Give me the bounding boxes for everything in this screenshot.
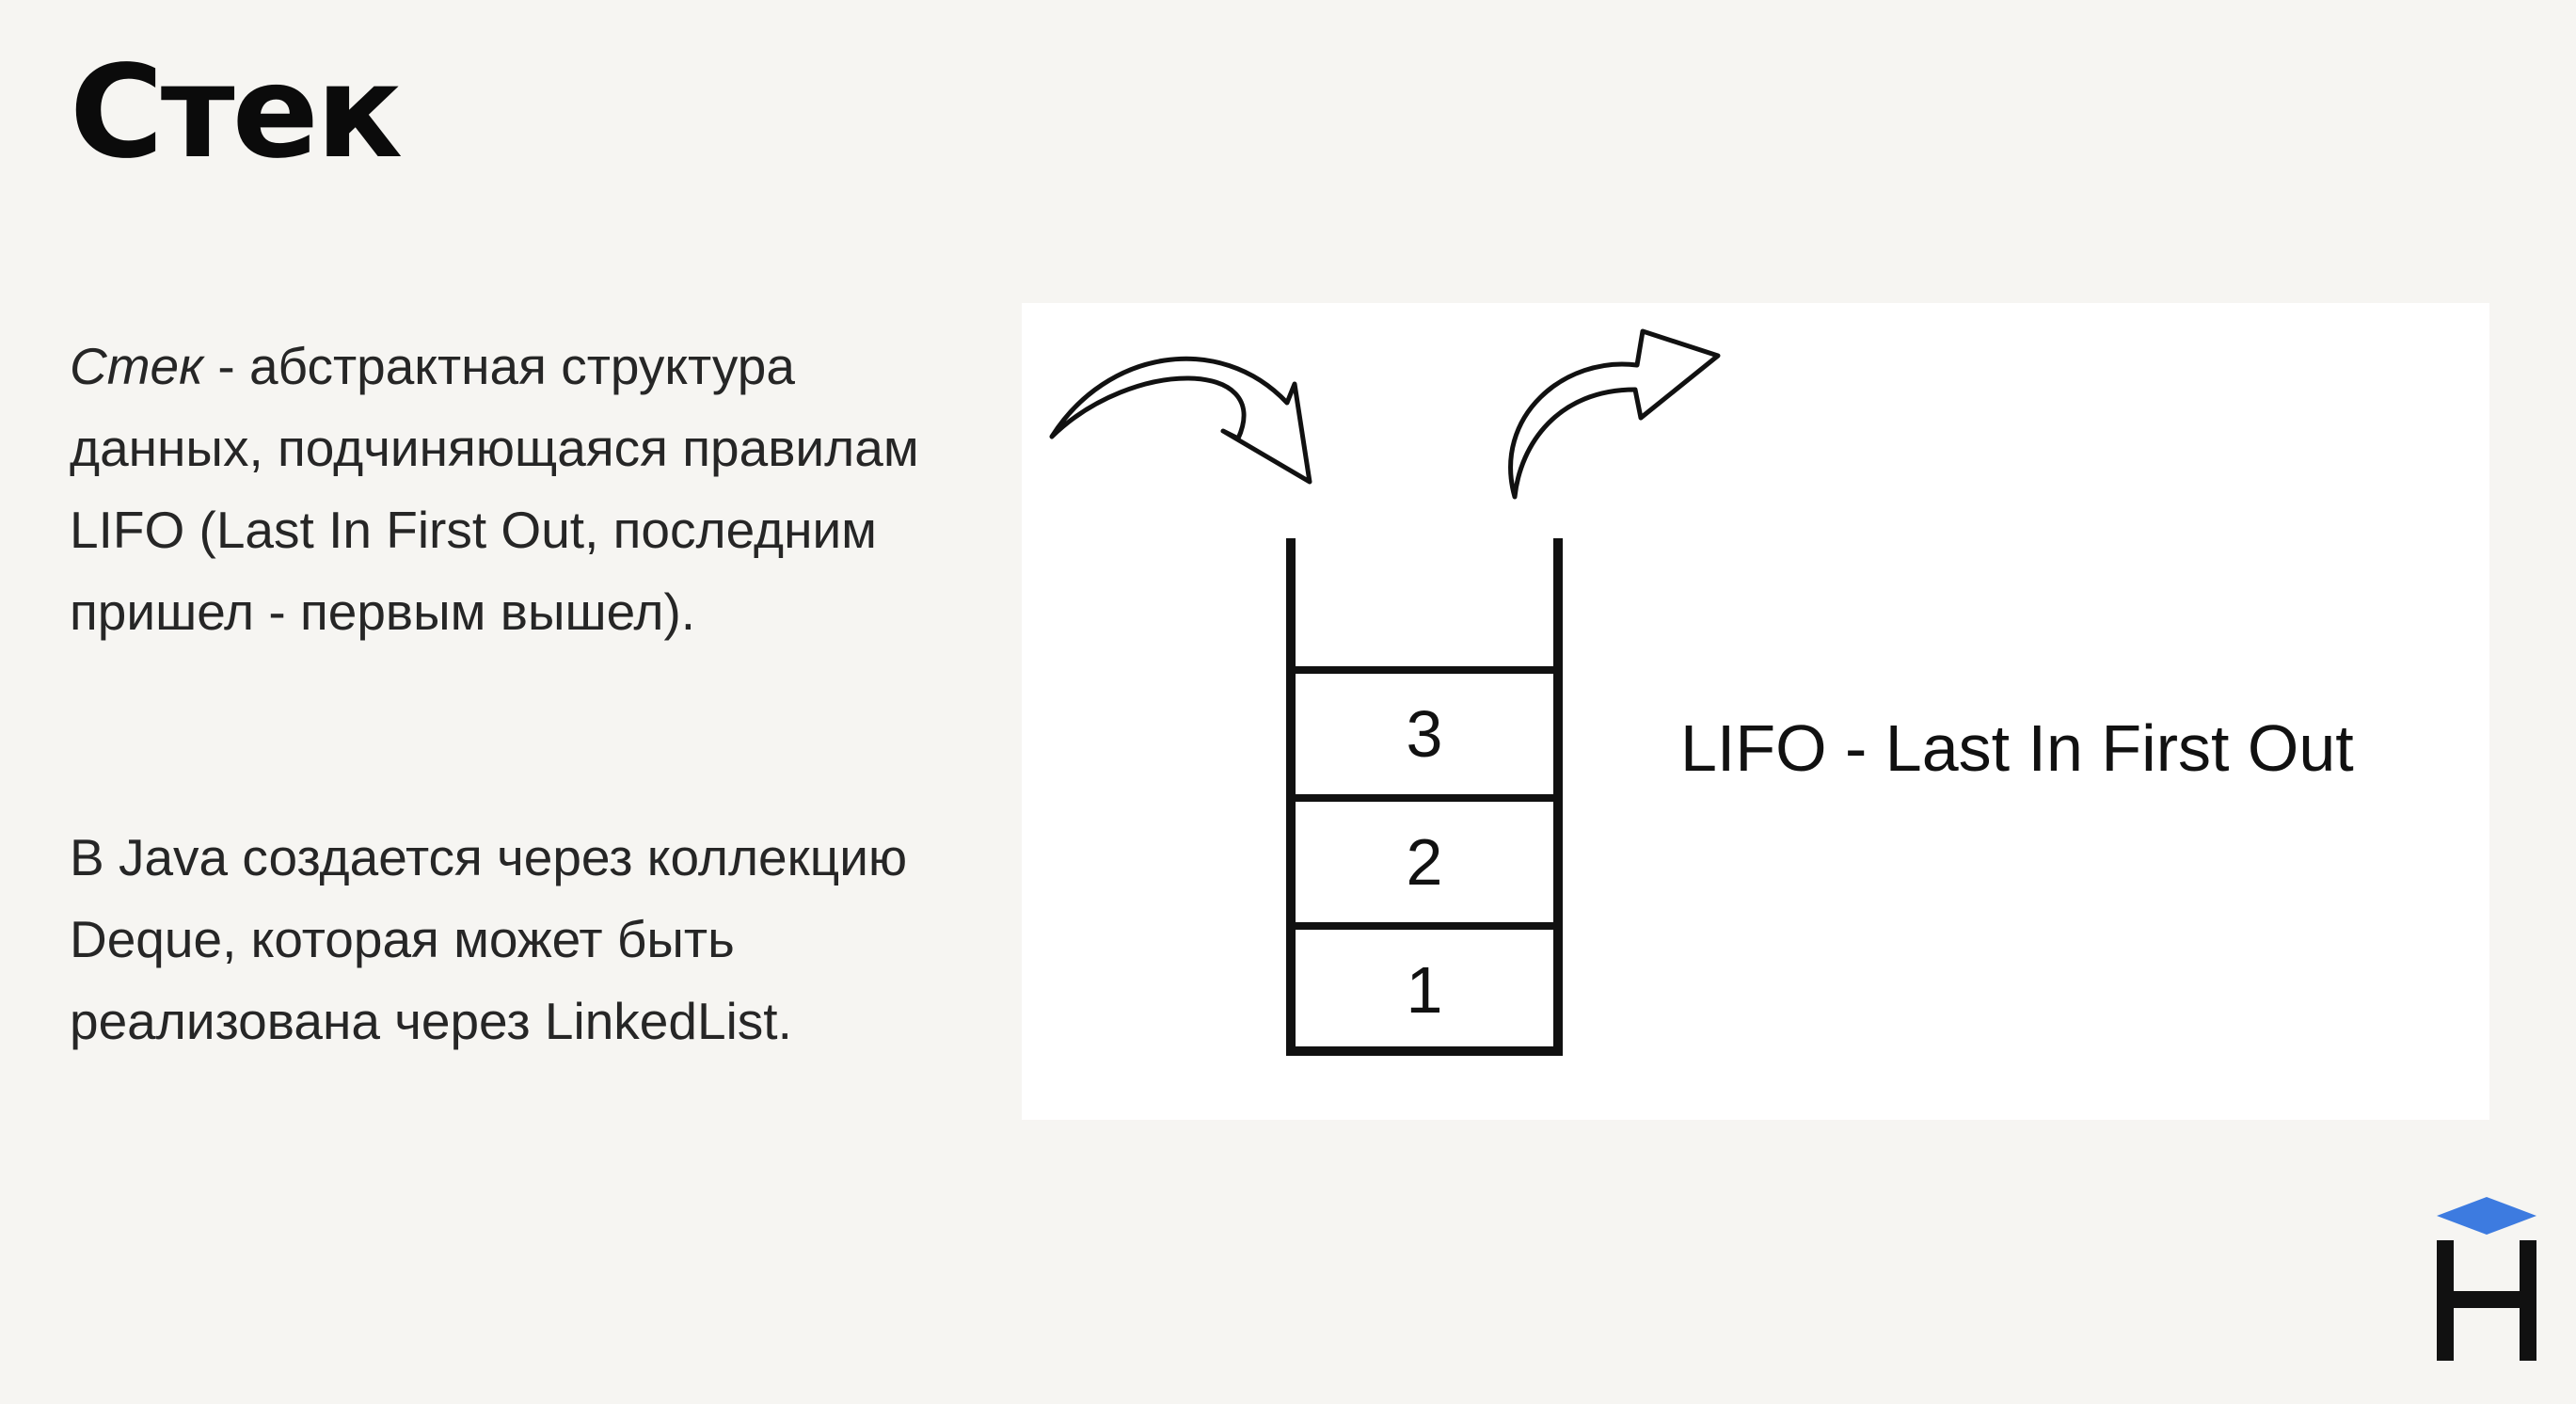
definition-term: Стек <box>70 337 204 395</box>
definition-text: - абстрактная структура данных, подчиняю… <box>70 337 919 641</box>
lifo-label: LIFO - Last In First Out <box>1680 711 2354 785</box>
stack-cell-1: 1 <box>1407 953 1443 1027</box>
java-paragraph: В Java создается через коллекцию Deque, … <box>70 828 908 1050</box>
definition-paragraph: Стек - абстрактная структура данных, под… <box>70 326 973 653</box>
stack-cell-3: 3 <box>1407 697 1443 771</box>
stack-cell-2: 2 <box>1407 825 1443 899</box>
pop-arrow-icon <box>1508 328 1721 500</box>
stack-container <box>1286 538 1563 1056</box>
stack-diagram-panel: 3 2 1 LIFO - Last In First Out <box>1022 303 2489 1120</box>
slide-title: Стек <box>70 39 403 187</box>
stack-diagram: 3 2 1 <box>1049 328 1721 1056</box>
school-logo-icon <box>2433 1197 2540 1363</box>
graduation-cap-h-logo <box>2437 1197 2536 1361</box>
push-arrow-icon <box>1049 356 1312 485</box>
